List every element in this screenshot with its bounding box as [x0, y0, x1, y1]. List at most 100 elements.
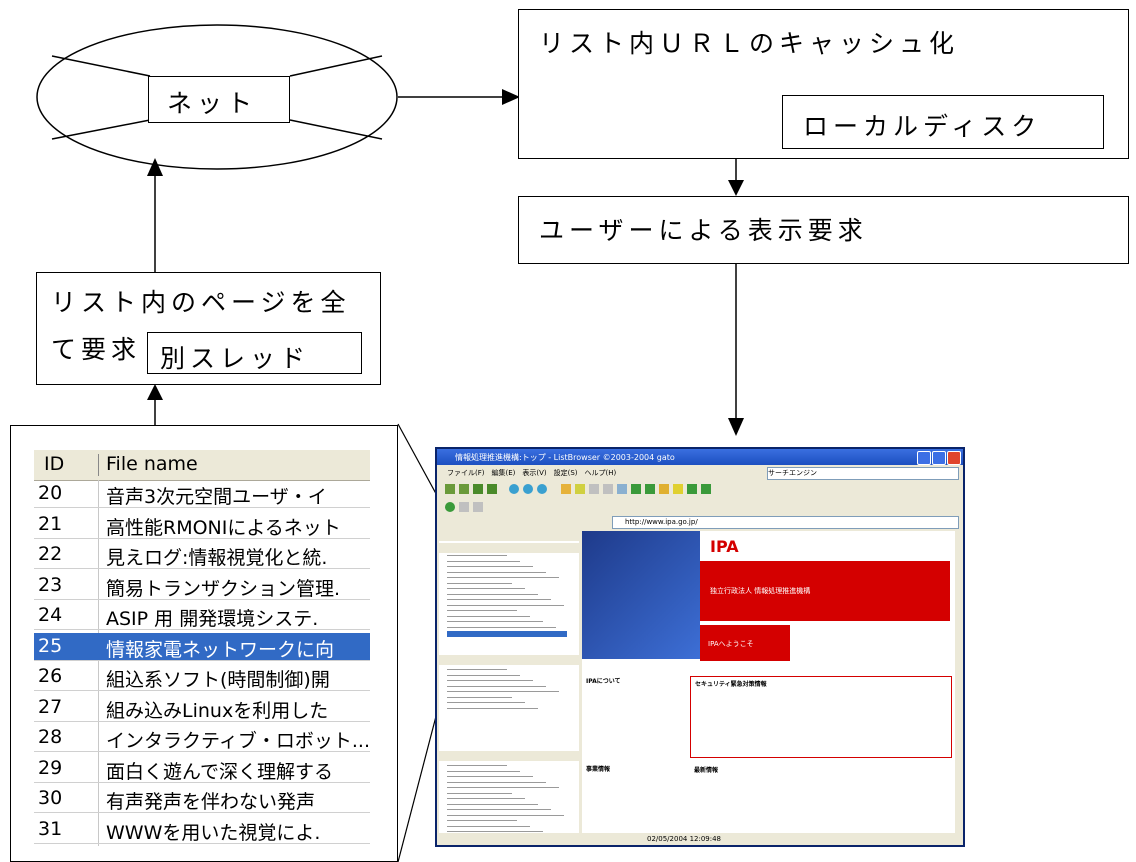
- list-pane-row[interactable]: [447, 555, 507, 556]
- tool-icon[interactable]: [459, 484, 469, 494]
- list-pane-row[interactable]: [447, 615, 530, 617]
- menu-items[interactable]: ファイル(F) 編集(E) 表示(V) 設定(S) ヘルプ(H): [447, 469, 617, 477]
- row-file-name: 音声3次元空間ユーザ・イ: [106, 486, 327, 508]
- list-pane-row[interactable]: [447, 803, 538, 805]
- list-pane-row[interactable]: [447, 814, 564, 816]
- list-pane-row[interactable]: [447, 571, 546, 573]
- list-pane-row[interactable]: [447, 696, 512, 698]
- tool-icon[interactable]: [603, 484, 613, 494]
- tool-icon[interactable]: [631, 484, 641, 494]
- toolbar-2: [437, 499, 963, 515]
- net-spoke: [289, 119, 383, 140]
- tool-icon[interactable]: [575, 484, 585, 494]
- list-pane-row[interactable]: [447, 702, 525, 703]
- welcome-bar: IPAへようこそ: [700, 625, 790, 661]
- close-button[interactable]: [947, 451, 961, 465]
- tool-icon[interactable]: [589, 484, 599, 494]
- list-pane-row[interactable]: [447, 765, 507, 766]
- list-pane-row[interactable]: [447, 831, 543, 832]
- list-pane-row[interactable]: [447, 776, 533, 777]
- list-pane-row[interactable]: [447, 599, 551, 600]
- tool-icon[interactable]: [473, 502, 483, 512]
- tool-icon[interactable]: [659, 484, 669, 494]
- col-id-header[interactable]: ID: [44, 453, 65, 475]
- row-id: 29: [38, 756, 63, 779]
- tool-icon[interactable]: [445, 484, 455, 494]
- tool-icon[interactable]: [645, 484, 655, 494]
- list-pane-row[interactable]: [447, 787, 559, 788]
- list-pane-row[interactable]: [447, 621, 543, 622]
- list-pane-row[interactable]: [447, 680, 533, 681]
- table-row[interactable]: 29 面白く遊んで深く理解する: [34, 755, 370, 783]
- list-pane-row[interactable]: [447, 770, 520, 772]
- file-list-header: ID File name: [34, 450, 370, 481]
- list-pane-row[interactable]: [447, 626, 556, 628]
- menu-bar: ファイル(F) 編集(E) 表示(V) 設定(S) ヘルプ(H) サーチエンジン: [437, 466, 963, 480]
- row-id: 23: [38, 573, 63, 596]
- list-pane: [439, 531, 579, 838]
- list-pane-row[interactable]: [447, 691, 559, 692]
- table-row[interactable]: 26 組込系ソフト(時間制御)開: [34, 663, 370, 691]
- list-pane-row[interactable]: [447, 798, 525, 799]
- row-file-name: WWWを用いた視覚によ.: [106, 821, 321, 844]
- list-pane-row[interactable]: [447, 593, 538, 595]
- list-pane-row[interactable]: [447, 825, 530, 827]
- tool-icon[interactable]: [537, 484, 547, 494]
- arrowhead: [728, 418, 744, 436]
- tool-icon[interactable]: [523, 484, 533, 494]
- address-bar[interactable]: http://www.ipa.go.jp/: [612, 516, 959, 529]
- row-id: 25: [38, 634, 63, 657]
- list-pane-row[interactable]: [447, 577, 559, 578]
- col-name-header[interactable]: File name: [106, 453, 198, 475]
- tool-icon[interactable]: [673, 484, 683, 494]
- table-row[interactable]: 31 WWWを用いた視覚によ.: [34, 816, 370, 844]
- list-pane-row[interactable]: [447, 820, 517, 821]
- search-engine-select[interactable]: サーチエンジン: [767, 467, 959, 480]
- list-pane-row[interactable]: [447, 566, 533, 567]
- maximize-button[interactable]: [932, 451, 946, 465]
- tool-icon[interactable]: [561, 484, 571, 494]
- list-pane-row[interactable]: [447, 604, 564, 606]
- list-pane-row[interactable]: [447, 809, 551, 810]
- tool-icon[interactable]: [487, 484, 497, 494]
- tool-icon[interactable]: [687, 484, 697, 494]
- arrowhead: [502, 89, 520, 105]
- row-file-name: 面白く遊んで深く理解する: [106, 760, 334, 783]
- list-pane-row[interactable]: [447, 792, 512, 794]
- list-pane-row[interactable]: [447, 560, 520, 562]
- jobs-heading: 事業情報: [586, 766, 611, 773]
- about-heading: IPAについて: [586, 678, 621, 685]
- tool-icon[interactable]: [701, 484, 711, 494]
- tool-icon[interactable]: [509, 484, 519, 494]
- row-id: 20: [38, 482, 63, 504]
- table-row[interactable]: 20 音声3次元空間ユーザ・イ: [34, 480, 370, 508]
- row-file-name: 有声発声を伴わない発声: [106, 791, 316, 813]
- list-pane-row[interactable]: [447, 588, 525, 589]
- list-pane-row[interactable]: [447, 685, 546, 687]
- row-file-name: 組込系ソフト(時間制御)開: [106, 669, 330, 691]
- tool-icon[interactable]: [473, 484, 483, 494]
- tool-icon[interactable]: [445, 502, 455, 512]
- list-pane-row[interactable]: [447, 707, 538, 709]
- list-pane-row[interactable]: [447, 674, 520, 676]
- list-pane-row[interactable]: [447, 582, 512, 584]
- security-heading: セキュリティ緊急対策情報: [695, 681, 767, 688]
- list-pane-row[interactable]: [447, 781, 546, 783]
- tool-icon[interactable]: [617, 484, 627, 494]
- row-id: 31: [38, 817, 63, 840]
- list-pane-row[interactable]: [447, 610, 517, 611]
- tool-icon[interactable]: [459, 502, 469, 512]
- minimize-button[interactable]: [917, 451, 931, 465]
- row-file-name: ASIP 用 開発環境システ.: [106, 608, 319, 630]
- row-id: 26: [38, 665, 63, 687]
- list-pane-row[interactable]: [447, 669, 507, 670]
